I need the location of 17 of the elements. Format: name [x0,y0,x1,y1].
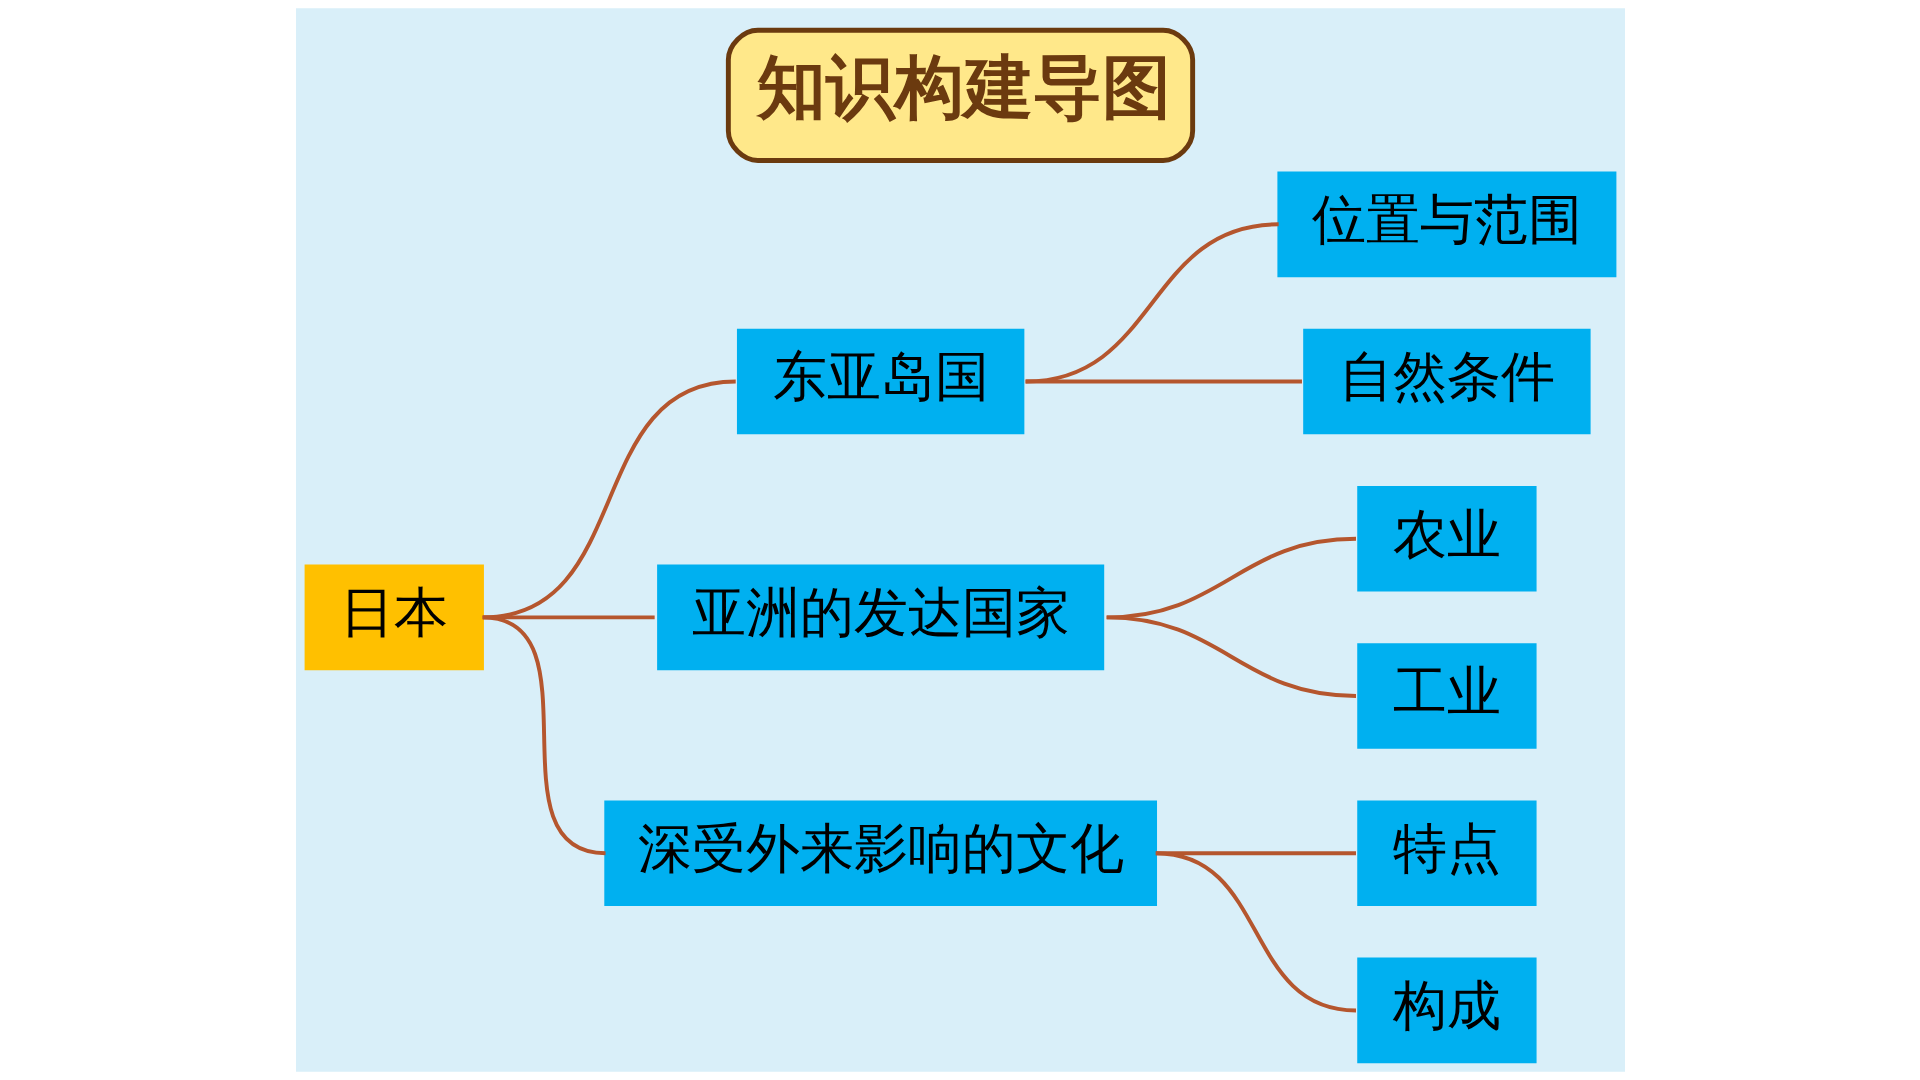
connector [1106,615,1356,698]
connector [1155,851,1356,1013]
connector [481,615,606,856]
connector [1106,536,1356,620]
node-box: 自然条件 [1302,328,1591,435]
node-box: 深受外来影响的文化 [603,800,1157,907]
node-box: 亚洲的发达国家 [656,564,1104,671]
node-box: 农业 [1356,485,1537,592]
connector [1025,379,1302,384]
node-box: 东亚岛国 [736,328,1024,435]
node-box: 日本 [304,564,484,671]
node-box: 构成 [1356,957,1537,1064]
diagram-title: 知识构建导图 [756,47,1171,128]
node-box: 特点 [1356,800,1537,907]
node-box: 位置与范围 [1276,171,1616,278]
connector [482,615,655,620]
node-box: 工业 [1356,643,1537,749]
